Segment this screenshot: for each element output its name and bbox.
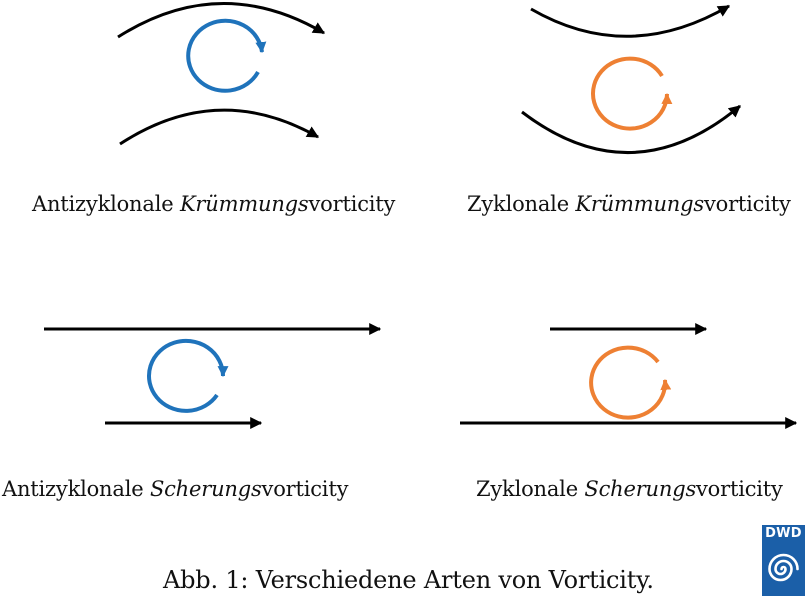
label-emphasis: Scherungs xyxy=(584,477,697,501)
label-text: Antizyklonale xyxy=(32,192,180,216)
flow-arrow-upper xyxy=(117,2,326,39)
panel-cyclonic-shear xyxy=(460,323,798,429)
dwd-logo: DWD xyxy=(762,525,805,596)
rotation-counterclockwise-icon xyxy=(591,56,673,131)
label-text: vorticity xyxy=(696,477,783,501)
flow-arrow-lower xyxy=(119,108,320,146)
logo-text: DWD xyxy=(765,526,802,541)
label-emphasis: Krümmungs xyxy=(575,192,704,216)
rotation-clockwise-icon xyxy=(186,18,267,93)
figure-caption: Abb. 1: Verschiedene Arten von Vorticity… xyxy=(163,566,654,594)
label-text: vorticity xyxy=(308,192,396,216)
panel-label-cyclonic-shear: Zyklonale Scherungsvorticity xyxy=(476,476,783,502)
label-text: Zyklonale xyxy=(476,477,585,501)
panel-label-cyclonic-curvature: Zyklonale Krümmungsvorticity xyxy=(467,191,791,217)
rotation-counterclockwise-icon xyxy=(589,345,672,420)
dwd-swirl-logo-icon xyxy=(762,525,805,596)
panel-label-anticyclonic-shear: Antizyklonale Scherungsvorticity xyxy=(2,476,348,502)
rotation-clockwise-icon xyxy=(147,338,229,413)
panel-cyclonic-curvature xyxy=(521,4,741,155)
flow-arrow-lower xyxy=(521,104,741,155)
label-text: Zyklonale xyxy=(467,192,576,216)
label-text: vorticity xyxy=(703,192,791,216)
label-emphasis: Krümmungs xyxy=(179,192,309,216)
panel-label-anticyclonic-curvature: Antizyklonale Krümmungsvorticity xyxy=(32,191,395,217)
label-text: vorticity xyxy=(261,477,349,501)
flow-arrow-upper xyxy=(530,4,731,38)
panel-anticyclonic-shear xyxy=(44,323,382,429)
label-emphasis: Scherungs xyxy=(149,477,262,501)
label-text: Antizyklonale xyxy=(2,477,150,501)
panel-anticyclonic-curvature xyxy=(117,2,326,146)
